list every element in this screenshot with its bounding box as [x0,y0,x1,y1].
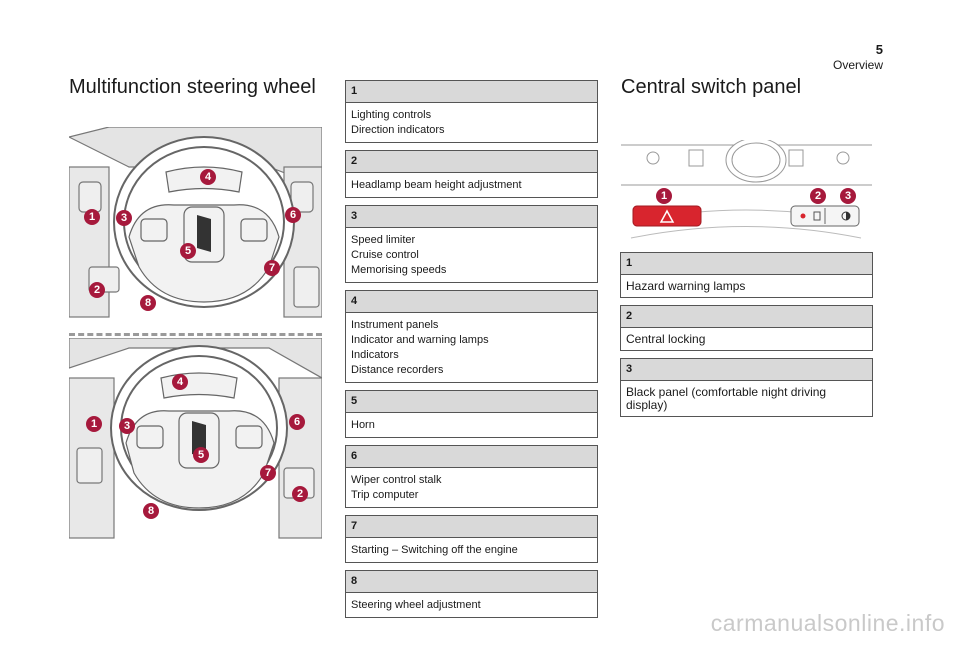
steering-wheel-top-callout-2: 2 [89,282,105,298]
steering-wheel-legend-item-number: 2 [346,151,597,173]
steering-wheel-bottom-callout-8: 8 [143,503,159,519]
switch-panel-callout-2: 2 [810,188,826,204]
page-number: 5 [875,42,883,57]
steering-wheel-top-callout-1: 1 [84,209,100,225]
switch-panel-legend-item-number: 2 [621,306,872,328]
steering-wheel-legend-item-number: 3 [346,206,597,228]
steering-wheel-legend-item-number: 1 [346,81,597,103]
steering-wheel-top-callout-6: 6 [285,207,301,223]
steering-wheel-top-callout-4: 4 [200,169,216,185]
switch-panel-legend-item-text: Hazard warning lamps [626,279,746,293]
steering-wheel-title: Multifunction steering wheel [69,76,316,98]
steering-wheel-bottom-callout-7: 7 [260,465,276,481]
steering-wheel-legend-item-text: Lighting controls Direction indicators [351,109,445,136]
steering-wheel-top-callout-3: 3 [116,210,132,226]
switch-panel-callout-3: 3 [840,188,856,204]
steering-wheel-legend-item-text: Starting – Switching off the engine [351,544,518,556]
steering-wheel-bottom-callout-5: 5 [193,447,209,463]
switch-panel-callout-1: 1 [656,188,672,204]
steering-wheel-bottom-callout-6: 6 [289,414,305,430]
steering-wheel-illustration-top [69,127,322,331]
illustration-separator [69,333,322,336]
switch-panel-legend-item-number: 3 [621,359,872,381]
switch-panel-legend-item-number: 1 [621,253,872,275]
steering-wheel-top-callout-7: 7 [264,260,280,276]
steering-wheel-bottom-callout-1: 1 [86,416,102,432]
steering-wheel-bottom-callout-3: 3 [119,418,135,434]
switch-panel-legend-item-text: Central locking [626,332,706,346]
steering-wheel-top-callout-5: 5 [180,243,196,259]
steering-wheel-legend-item-number: 7 [346,516,597,538]
steering-wheel-legend-item-text: Wiper control stalk Trip computer [351,474,442,501]
watermark: carmanualsonline.info [710,610,945,636]
steering-wheel-legend-item-number: 4 [346,291,597,313]
steering-wheel-legend-item-number: 8 [346,571,597,593]
page-section: Overview [832,58,883,72]
steering-wheel-legend-item-number: 5 [346,391,597,413]
steering-wheel-legend-item-text: Speed limiter Cruise control Memorising … [351,234,447,276]
steering-wheel-bottom-callout-4: 4 [172,374,188,390]
steering-wheel-illustration-bottom [69,338,322,540]
steering-wheel-bottom-callout-2: 2 [292,486,308,502]
steering-wheel-legend-item-text: Headlamp beam height adjustment [351,179,522,191]
steering-wheel-top-callout-8: 8 [140,295,156,311]
switch-panel-legend-item-text: Black panel (comfortable night driving d… [626,385,827,412]
steering-wheel-legend-item-text: Steering wheel adjustment [351,599,481,611]
switch-panel-title: Central switch panel [621,76,802,98]
steering-wheel-legend-item-text: Horn [351,419,375,431]
steering-wheel-legend-item-number: 6 [346,446,597,468]
steering-wheel-legend-item-text: Instrument panels Indicator and warning … [351,319,489,376]
